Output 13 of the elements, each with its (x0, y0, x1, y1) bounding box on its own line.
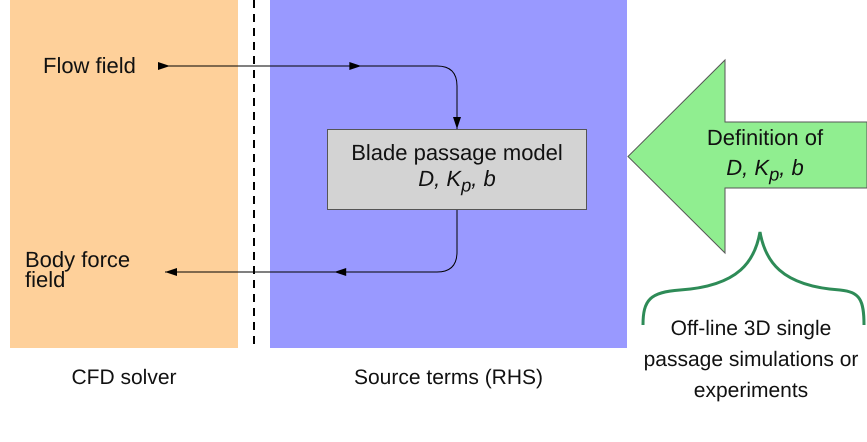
region-caption: CFD solver (70, 366, 178, 390)
process-box (327, 129, 587, 210)
arrow (158, 62, 461, 130)
region-caption: Source terms (RHS) (352, 366, 544, 390)
arrow (164, 210, 458, 276)
box-text: D, K$_{p}$, b (418, 166, 496, 198)
arrow-text: Definition of (706, 124, 824, 152)
box-text: Blade passage model (351, 140, 563, 166)
note-text: Off-line 3D single passage simulations or experiments (642, 316, 860, 404)
flow-label: Body force field (25, 250, 165, 290)
arrow-text: D, K$_{p}$, b (726, 154, 804, 187)
flow-label: Flow field (43, 56, 158, 76)
block-arrow (627, 60, 867, 253)
